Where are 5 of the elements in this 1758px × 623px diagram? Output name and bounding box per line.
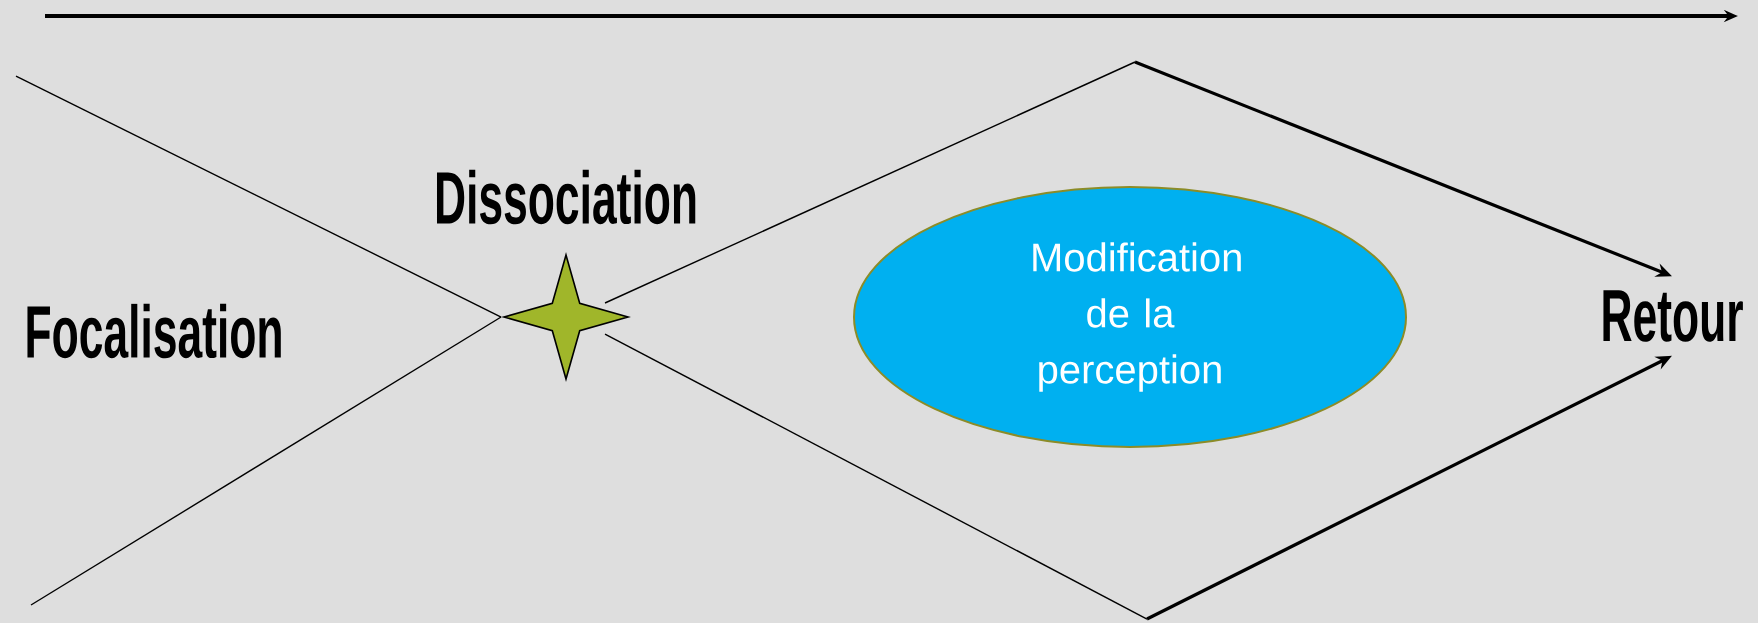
outlined-label: Retour bbox=[1603, 290, 1743, 342]
outlined-label: Focalisation bbox=[27, 303, 281, 359]
outlined-label: Dissociation bbox=[437, 169, 696, 225]
line bbox=[30, 316, 502, 606]
line bbox=[15, 75, 502, 318]
